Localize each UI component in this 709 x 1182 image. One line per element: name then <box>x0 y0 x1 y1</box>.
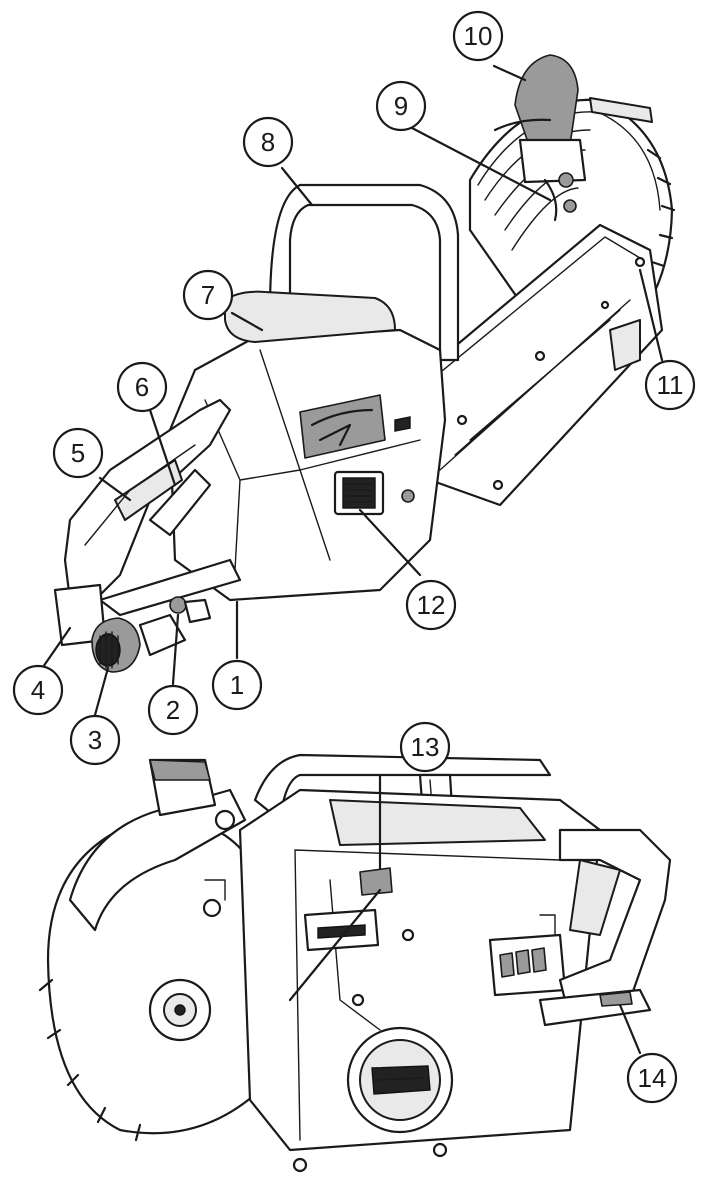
callout-3: 3 <box>69 714 121 766</box>
guard-adjust-handle <box>493 54 587 222</box>
side-grille <box>488 914 567 997</box>
callout-13: 13 <box>399 721 451 773</box>
motor-body-bottom <box>238 788 602 1173</box>
callout-2: 2 <box>147 684 199 736</box>
callout-5: 5 <box>52 427 104 479</box>
water-connector <box>91 596 212 673</box>
callout-label: 7 <box>201 280 215 310</box>
callout-6: 6 <box>116 361 168 413</box>
callout-11: 11 <box>644 359 696 411</box>
callout-label: 8 <box>261 127 275 157</box>
callout-12: 12 <box>405 579 457 631</box>
callout-label: 13 <box>411 732 440 762</box>
callout-4: 4 <box>12 664 64 716</box>
callout-label: 6 <box>135 372 149 402</box>
callout-label: 3 <box>88 725 102 755</box>
guard-bottom <box>68 758 247 932</box>
callout-leaders <box>41 64 664 1055</box>
callout-7: 7 <box>182 269 234 321</box>
motor-body <box>168 290 447 602</box>
callout-label: 10 <box>464 21 493 51</box>
callout-label: 1 <box>230 670 244 700</box>
front-handle <box>268 183 460 362</box>
callout-label: 4 <box>31 675 45 705</box>
callout-label: 11 <box>657 370 684 400</box>
saw-bottom-view <box>38 753 672 1173</box>
callout-14: 14 <box>626 1052 678 1104</box>
callout-10: 10 <box>452 10 504 62</box>
saw-top-view <box>53 54 676 673</box>
callout-label: 5 <box>71 438 85 468</box>
callout-8: 8 <box>242 116 294 168</box>
callout-label: 9 <box>394 91 408 121</box>
callout-label: 2 <box>166 695 180 725</box>
callout-label: 14 <box>638 1063 667 1093</box>
leader-12 <box>358 508 422 577</box>
callout-9: 9 <box>375 80 427 132</box>
callout-1: 1 <box>211 659 263 711</box>
rear-handle-bottom <box>538 828 672 1027</box>
callout-label: 12 <box>417 590 446 620</box>
